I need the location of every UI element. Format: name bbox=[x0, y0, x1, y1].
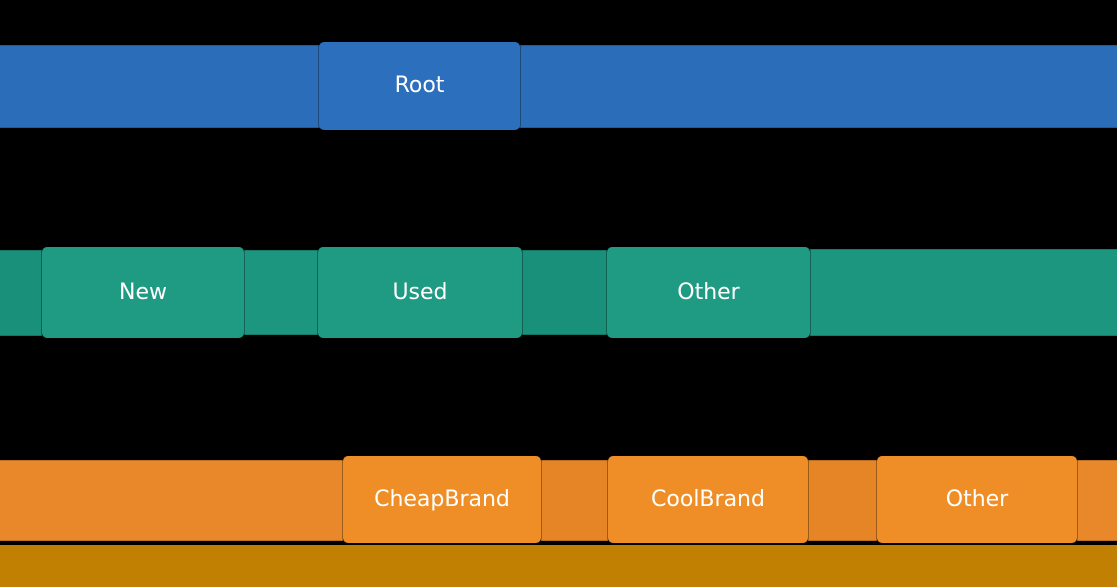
node-other-brand[interactable]: Other bbox=[877, 456, 1077, 543]
node-used[interactable]: Used bbox=[318, 247, 522, 338]
level3-right-segment bbox=[1077, 460, 1117, 541]
level2-left-dark-segment bbox=[0, 250, 42, 336]
node-coolbrand[interactable]: CoolBrand bbox=[608, 456, 808, 543]
bottom-leaf-strip bbox=[0, 545, 1117, 587]
node-cheapbrand-label: CheapBrand bbox=[374, 486, 510, 512]
node-new-label: New bbox=[119, 279, 167, 305]
node-used-label: Used bbox=[392, 279, 448, 305]
node-other-condition[interactable]: Other bbox=[607, 247, 810, 338]
connector-coolbrand-other bbox=[808, 460, 877, 541]
root-range-bar bbox=[0, 45, 1117, 128]
node-other-brand-label: Other bbox=[945, 486, 1009, 512]
connector-cheapbrand-coolbrand bbox=[541, 460, 608, 541]
node-coolbrand-label: CoolBrand bbox=[651, 486, 765, 512]
connector-new-used bbox=[244, 250, 318, 335]
level3-left-segment bbox=[0, 460, 343, 541]
connector-used-other bbox=[522, 250, 607, 335]
node-other-condition-label: Other bbox=[677, 279, 740, 305]
node-new[interactable]: New bbox=[42, 247, 244, 338]
node-cheapbrand[interactable]: CheapBrand bbox=[343, 456, 541, 543]
level2-right-segment bbox=[810, 249, 1117, 336]
node-root-label: Root bbox=[394, 73, 445, 98]
node-root[interactable]: Root bbox=[319, 42, 520, 130]
